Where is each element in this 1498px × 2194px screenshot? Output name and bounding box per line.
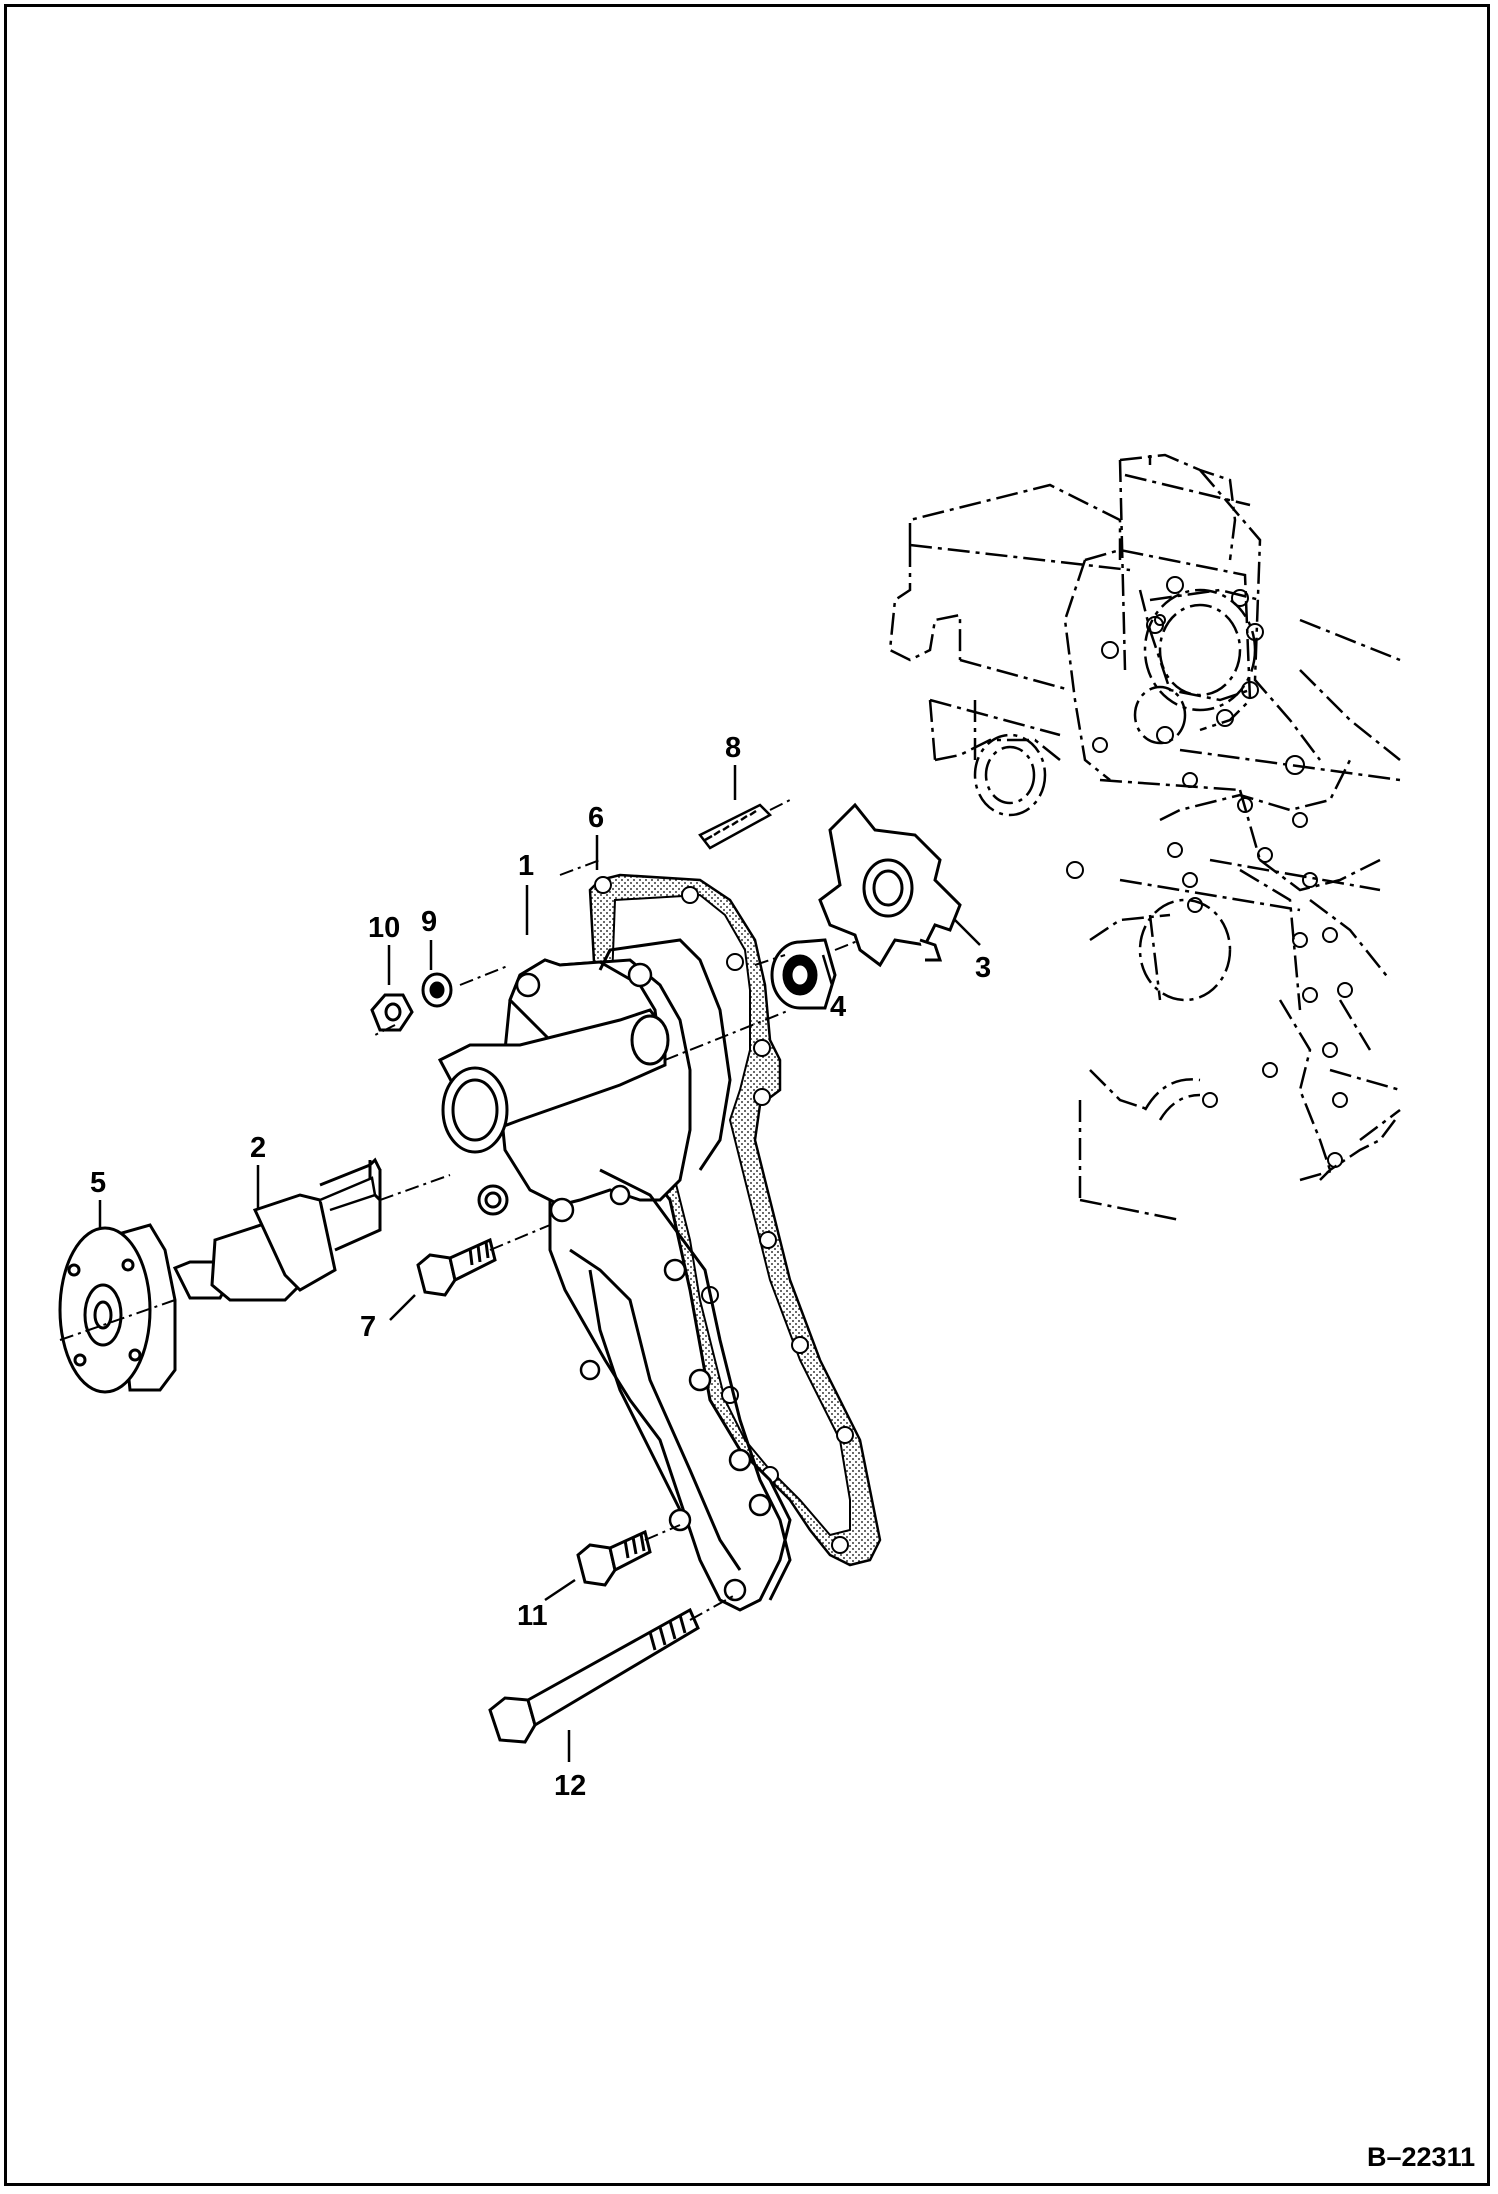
callout-11: 11 bbox=[517, 1600, 548, 1632]
bolt-long bbox=[488, 1607, 700, 1744]
bearing-shaft bbox=[172, 1157, 382, 1302]
engine-block-bores bbox=[973, 588, 1257, 1121]
hex-nut bbox=[370, 993, 414, 1032]
callout-8: 8 bbox=[725, 732, 741, 764]
engine-block-outline bbox=[888, 453, 1401, 1222]
callout-6: 6 bbox=[588, 802, 604, 834]
mechanical-seal bbox=[770, 938, 837, 1010]
callout-2: 2 bbox=[250, 1132, 266, 1164]
pump-outlet-pipe bbox=[437, 1008, 670, 1216]
callout-9: 9 bbox=[421, 906, 437, 938]
shaft-end bbox=[319, 1176, 377, 1212]
callout-3: 3 bbox=[975, 952, 991, 984]
diagram-frame bbox=[4, 4, 1490, 2186]
fan-pulley-flange bbox=[58, 1223, 177, 1394]
callout-5: 5 bbox=[90, 1167, 106, 1199]
pump-housing-bolt-bosses bbox=[515, 962, 772, 1602]
callout-4: 4 bbox=[830, 991, 846, 1023]
callout-labels: 1 2 3 4 5 6 7 8 9 10 11 12 bbox=[90, 732, 991, 1802]
pump-housing-flange bbox=[598, 938, 732, 1171]
callout-leaders bbox=[98, 765, 981, 1762]
callout-1: 1 bbox=[518, 850, 534, 882]
lock-washer bbox=[421, 972, 453, 1008]
reference-number: B–22311 bbox=[1367, 2142, 1475, 2172]
callout-10: 10 bbox=[368, 912, 400, 944]
gasket-bolt-holes bbox=[594, 876, 854, 1554]
callout-12: 12 bbox=[554, 1770, 586, 1802]
engine-bolt-holes bbox=[1066, 576, 1353, 1168]
bolt-short-upper bbox=[416, 1237, 497, 1297]
impeller bbox=[818, 802, 962, 968]
bolt-short-lower bbox=[576, 1529, 652, 1587]
assembly-centerlines bbox=[59, 799, 861, 1621]
callout-7: 7 bbox=[360, 1311, 376, 1343]
stud-bolt bbox=[698, 803, 773, 850]
